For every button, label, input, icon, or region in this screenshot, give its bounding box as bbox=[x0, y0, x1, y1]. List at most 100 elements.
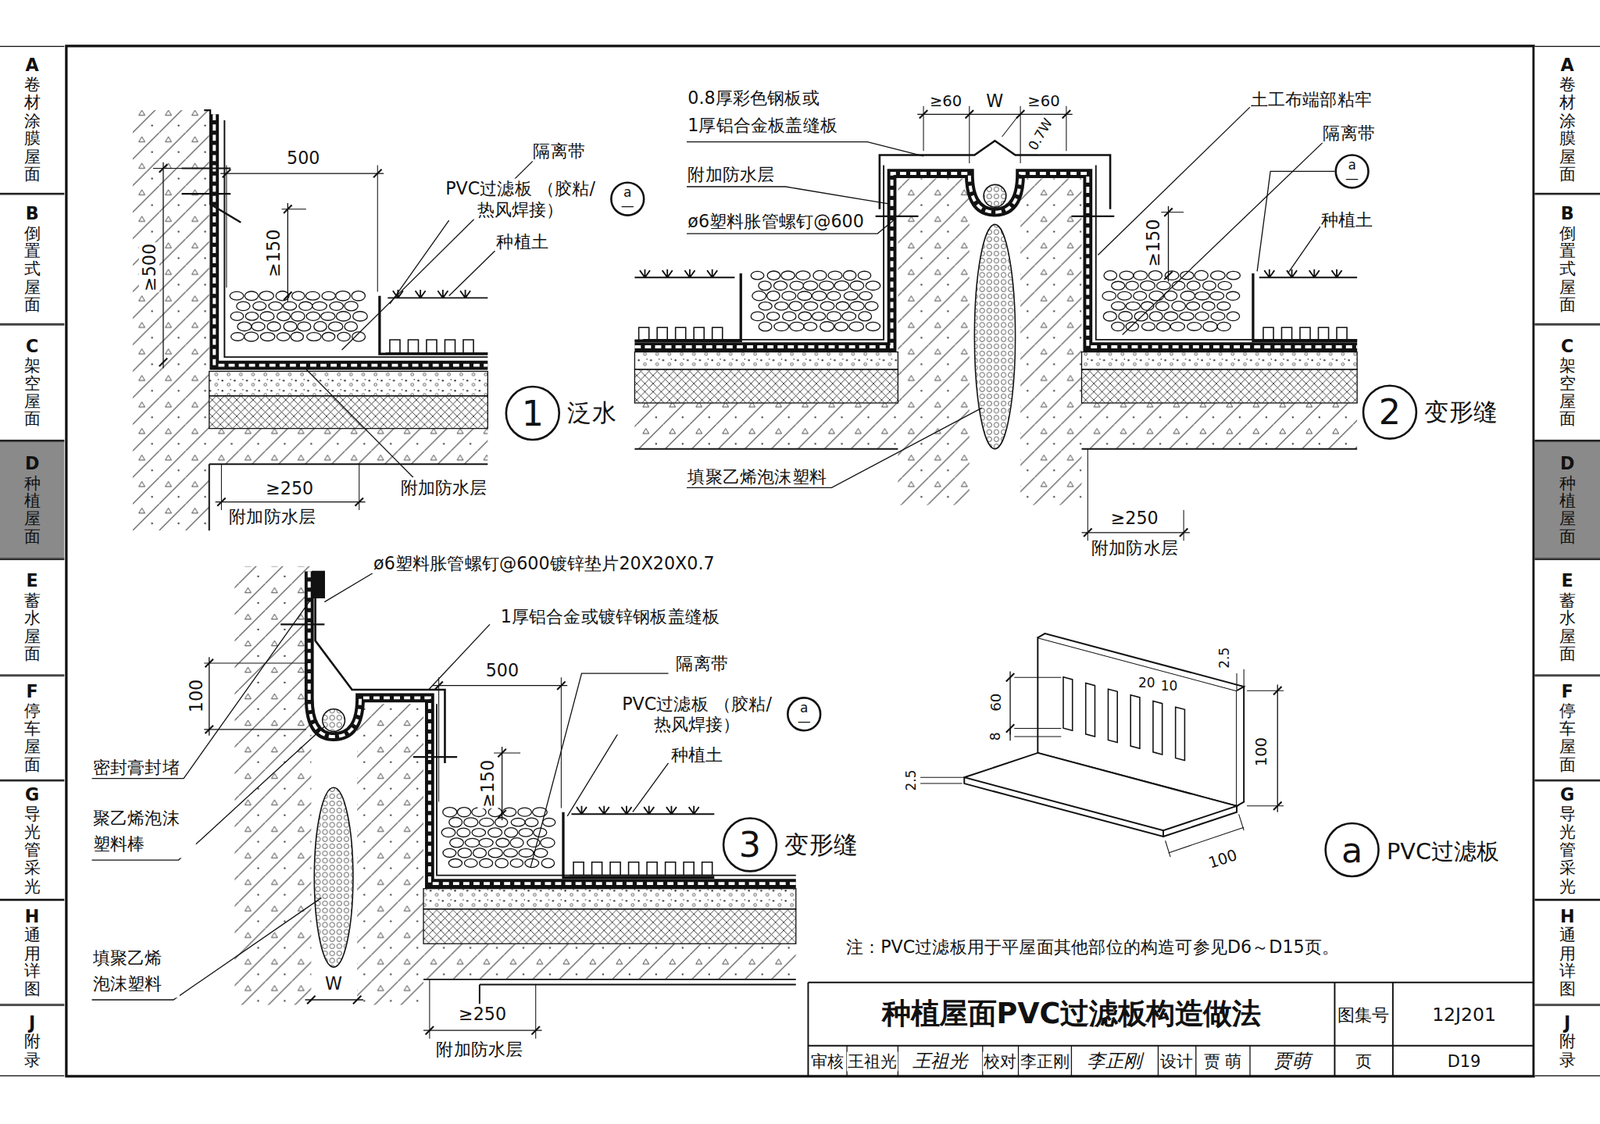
dimension-line bbox=[1167, 206, 1169, 283]
gravel bbox=[283, 301, 297, 311]
callout-text: 3 bbox=[739, 827, 761, 862]
gravel bbox=[351, 291, 365, 301]
sealant bbox=[312, 571, 325, 598]
gravel bbox=[244, 291, 258, 301]
gravel bbox=[835, 301, 850, 311]
dimension-tick bbox=[497, 749, 506, 758]
gravel bbox=[1203, 281, 1217, 291]
gravel bbox=[803, 322, 818, 332]
gravel bbox=[307, 332, 322, 342]
annotation-label: 500 bbox=[484, 660, 520, 682]
tab-letter: F bbox=[26, 682, 39, 703]
gravel bbox=[1164, 311, 1179, 321]
pvc-filter-plate bbox=[634, 273, 1358, 341]
tab-title: 附录 bbox=[24, 1032, 41, 1069]
gravel bbox=[450, 838, 465, 848]
gravel bbox=[1156, 281, 1171, 290]
dimension-tick bbox=[1164, 271, 1172, 279]
gravel bbox=[789, 301, 803, 311]
gravel bbox=[245, 312, 258, 322]
gravel bbox=[773, 281, 787, 291]
gravel bbox=[1194, 270, 1208, 280]
callout-text: a bbox=[623, 185, 632, 200]
gravel bbox=[495, 817, 508, 828]
gravel bbox=[1187, 322, 1202, 332]
filter-slot bbox=[1085, 682, 1096, 736]
tab-letter: J bbox=[28, 1012, 36, 1033]
gravel bbox=[231, 332, 245, 341]
concrete-wall bbox=[132, 110, 210, 531]
gravel bbox=[1186, 302, 1200, 311]
annotation-label: 隔离带 bbox=[675, 653, 729, 675]
gravel bbox=[766, 312, 779, 322]
gravel bbox=[842, 311, 857, 321]
annotation-label: 李正刚 bbox=[1085, 1050, 1143, 1072]
concrete-wall bbox=[357, 703, 424, 1005]
gravel bbox=[1133, 271, 1148, 281]
tab-title: 种植屋面 bbox=[24, 474, 41, 547]
tab-letter: E bbox=[26, 571, 39, 592]
section-tab: D种植屋面 bbox=[0, 440, 65, 560]
leader-line bbox=[567, 726, 623, 817]
isolation-layer bbox=[642, 165, 1358, 340]
tab-title: 导光管采光 bbox=[1559, 805, 1576, 896]
leader-line bbox=[632, 763, 669, 813]
dimension-line bbox=[501, 746, 503, 821]
drainage-board bbox=[569, 862, 715, 876]
gravel bbox=[479, 858, 493, 868]
annotation-label: 填聚乙烯 泡沫塑料 bbox=[92, 945, 180, 998]
tab-title: 倒置式屋面 bbox=[24, 224, 41, 315]
screed-layer bbox=[1081, 352, 1358, 370]
drainage-board bbox=[1259, 327, 1358, 341]
annotation-label: 王祖光 bbox=[846, 1051, 898, 1072]
gravel bbox=[774, 321, 790, 331]
extension-line bbox=[203, 663, 307, 730]
detail-callout: 1 bbox=[505, 385, 561, 442]
gravel bbox=[843, 291, 858, 300]
gravel bbox=[510, 859, 523, 868]
gravel bbox=[541, 858, 554, 868]
gravel bbox=[253, 301, 267, 311]
gravel bbox=[542, 817, 556, 826]
gravel bbox=[1226, 291, 1240, 300]
gravel bbox=[344, 321, 358, 332]
waterproof-layer bbox=[214, 114, 488, 365]
page-frame bbox=[66, 46, 1534, 1077]
callout-text: a bbox=[800, 700, 808, 715]
dimension-tick bbox=[531, 1026, 540, 1035]
dimension-text: ≥150 bbox=[263, 228, 285, 279]
gravel bbox=[299, 301, 313, 311]
section-tab: H通用详图 bbox=[1534, 900, 1600, 1006]
gravel bbox=[495, 858, 508, 868]
gravel bbox=[448, 858, 462, 868]
gravel bbox=[478, 838, 493, 847]
dimension-line bbox=[208, 657, 210, 736]
gravel bbox=[850, 281, 864, 291]
dimension-text: ≥150 bbox=[1142, 217, 1164, 268]
annotation-label: 种植土 bbox=[1319, 209, 1374, 231]
gravel bbox=[344, 301, 358, 311]
dimension-tick bbox=[1083, 528, 1092, 537]
gravel bbox=[1186, 281, 1200, 291]
dimension-tick bbox=[425, 1026, 434, 1035]
dimension-tick bbox=[1273, 802, 1282, 811]
metal-flashing bbox=[203, 110, 241, 223]
gravel bbox=[314, 321, 327, 333]
gravel bbox=[297, 321, 311, 332]
gravel bbox=[503, 849, 518, 858]
dimension-text: 0.7W bbox=[1025, 114, 1058, 154]
dimension-tick bbox=[1062, 110, 1071, 118]
anchor-screw bbox=[280, 624, 458, 758]
section-tab: C架空屋面 bbox=[1534, 324, 1600, 441]
section-tab: E蓄水屋面 bbox=[1534, 559, 1600, 676]
gravel bbox=[1170, 321, 1185, 331]
annotation-label: 贾 萌 bbox=[1202, 1051, 1243, 1072]
isolation-layer bbox=[224, 120, 488, 358]
tab-title: 架空屋面 bbox=[24, 357, 41, 429]
gravel bbox=[1210, 271, 1226, 280]
gravel bbox=[1103, 271, 1118, 281]
annotation-label: 隔离带 bbox=[1321, 122, 1376, 144]
dimension-line bbox=[423, 1030, 543, 1032]
screed-layer bbox=[423, 889, 797, 910]
dimension-line bbox=[1277, 684, 1279, 812]
